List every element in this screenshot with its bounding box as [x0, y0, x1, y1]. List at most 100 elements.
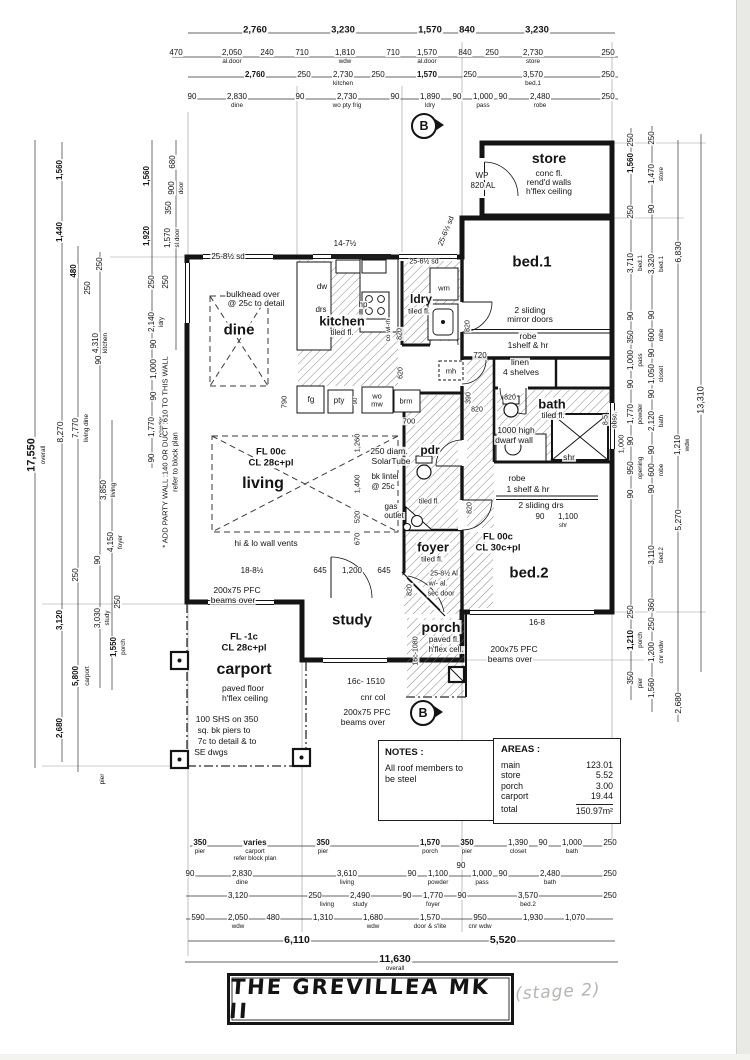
dimension-label: 1,000 [626, 348, 635, 372]
dimension-label: ldry [423, 101, 437, 109]
dimension-label: 240 [259, 48, 275, 57]
dimension-label: 3,230 [330, 24, 356, 36]
dimension-label: pass [475, 101, 491, 109]
area-value: 5.52 [595, 770, 613, 781]
dimension-label: 90 [647, 388, 656, 400]
section-marker-bottom: B [410, 700, 443, 726]
scan-edge-right [736, 0, 750, 1060]
dimension-label: FL -1c [229, 631, 259, 643]
dimension-label: robe [657, 462, 666, 478]
dimension-label: powder [426, 878, 450, 886]
dimension-label: mw [370, 399, 384, 409]
dimension-label: 90 [534, 512, 546, 521]
notes-box: NOTES : All roof members to be steel [378, 740, 495, 821]
dimension-label: 250 [600, 92, 616, 101]
dimension-label: 700 [401, 416, 417, 426]
dimension-label: 250 [147, 274, 156, 290]
notes-line: be steel [385, 774, 417, 785]
dimension-label: 670 [352, 531, 362, 547]
dimension-label: sl.door [173, 227, 182, 249]
dimension-label: 4,310 [91, 331, 100, 355]
dimension-label: 90 [406, 869, 418, 878]
dimension-label: 710 [385, 48, 401, 57]
dimension-label: 90 [647, 347, 656, 359]
dimension-label: bath [542, 878, 558, 886]
dimension-label: 600 [647, 462, 656, 478]
area-value: 19.44 [590, 791, 613, 801]
dimension-label: bed.2 [657, 546, 666, 564]
dimension-label: 710 [294, 48, 310, 57]
dimension-label: 5,800 [71, 664, 80, 688]
dimension-label: hp [357, 300, 369, 309]
dimension-label: living [318, 900, 336, 908]
dimension-label: 1000 high [496, 424, 536, 435]
dimension-label: 390 [465, 391, 473, 405]
dimension-label: 820 [470, 406, 484, 414]
dimension-label: dwarf wall [494, 434, 534, 445]
room-label-porch: porch [420, 619, 462, 635]
dimension-label: study [103, 609, 112, 627]
dimension-label: bath [657, 413, 666, 429]
dimension-label: 1,930 [521, 913, 545, 922]
dimension-label: varies [242, 838, 268, 847]
dimension-label: 1,550 [109, 635, 118, 659]
dimension-label: tiled fl. [417, 498, 441, 506]
dimension-label: 90 [626, 378, 635, 390]
dimension-label: 90 [626, 488, 635, 500]
dimension-label: 1,210 [626, 628, 635, 652]
dimension-label: foyer [116, 534, 125, 550]
dimension-label: 2,830 [230, 869, 254, 878]
dimension-label: 250 [602, 891, 618, 900]
dimension-label: living [338, 878, 356, 886]
dimension-label: 250 [95, 256, 104, 272]
dimension-label: robe [657, 327, 666, 343]
dimension-label: bed.2 [519, 900, 537, 908]
dimension-label: @ 25c [370, 482, 396, 491]
dimension-label: al.door [416, 57, 438, 65]
room-label-dine: dine [222, 321, 256, 339]
dimension-label: porch [119, 638, 128, 656]
dimension-label: cnr wdw [467, 922, 493, 930]
dimension-label: 2 sliding drs [517, 499, 565, 510]
dimension-label: 350 [459, 838, 475, 847]
dimension-label: w/- al. [427, 580, 449, 588]
dimension-label: store [525, 57, 541, 65]
dimension-label: 90 [389, 92, 401, 101]
dimension-label: 90 [149, 390, 158, 402]
dimension-label: hi & lo wall vents [233, 537, 299, 548]
dimension-label: co wl-rh [384, 317, 393, 343]
dimension-label: 4,150 [106, 530, 115, 554]
dimension-label: carport [83, 665, 92, 687]
areas-total-row: total 150.97m² [501, 804, 613, 817]
dimension-label: 1,070 [563, 913, 587, 922]
dimension-label: 1,470 [647, 162, 656, 186]
dimension-label: 25-6½ sd [408, 258, 440, 266]
dimension-label: 250 [600, 48, 616, 57]
dimension-label: 820 [406, 583, 414, 597]
dimension-label: 820 AL [469, 181, 497, 190]
dimension-label: wdw [365, 922, 381, 930]
dimension-label: 3,120 [55, 608, 64, 632]
dimension-label: al.door [221, 57, 243, 65]
dimension-label: living [109, 481, 118, 499]
dimension-label: wo [371, 391, 383, 401]
dimension-label: pass [636, 352, 645, 368]
dimension-label: pier [460, 847, 474, 855]
dimension-label: 3,120 [226, 891, 250, 900]
dimension-label: 2,140 [147, 310, 156, 334]
dimension-label: 1,560 [55, 158, 64, 182]
dimension-label: 1,260 [352, 432, 362, 454]
dimension-label: powder [636, 402, 645, 426]
dimension-label: 1,560 [626, 151, 635, 175]
dimension-label: 90 [626, 310, 635, 322]
dimension-label: obsc. [611, 410, 619, 430]
dimension-label: 840 [458, 24, 476, 36]
dimension-label: 17,550 [25, 437, 38, 473]
dimension-label: dine [230, 101, 244, 109]
dimension-label: 250 [647, 616, 656, 632]
dimension-label: robe [518, 330, 538, 341]
dimension-label: 1,210 [673, 433, 682, 457]
coffer-ceilings [209, 295, 399, 533]
